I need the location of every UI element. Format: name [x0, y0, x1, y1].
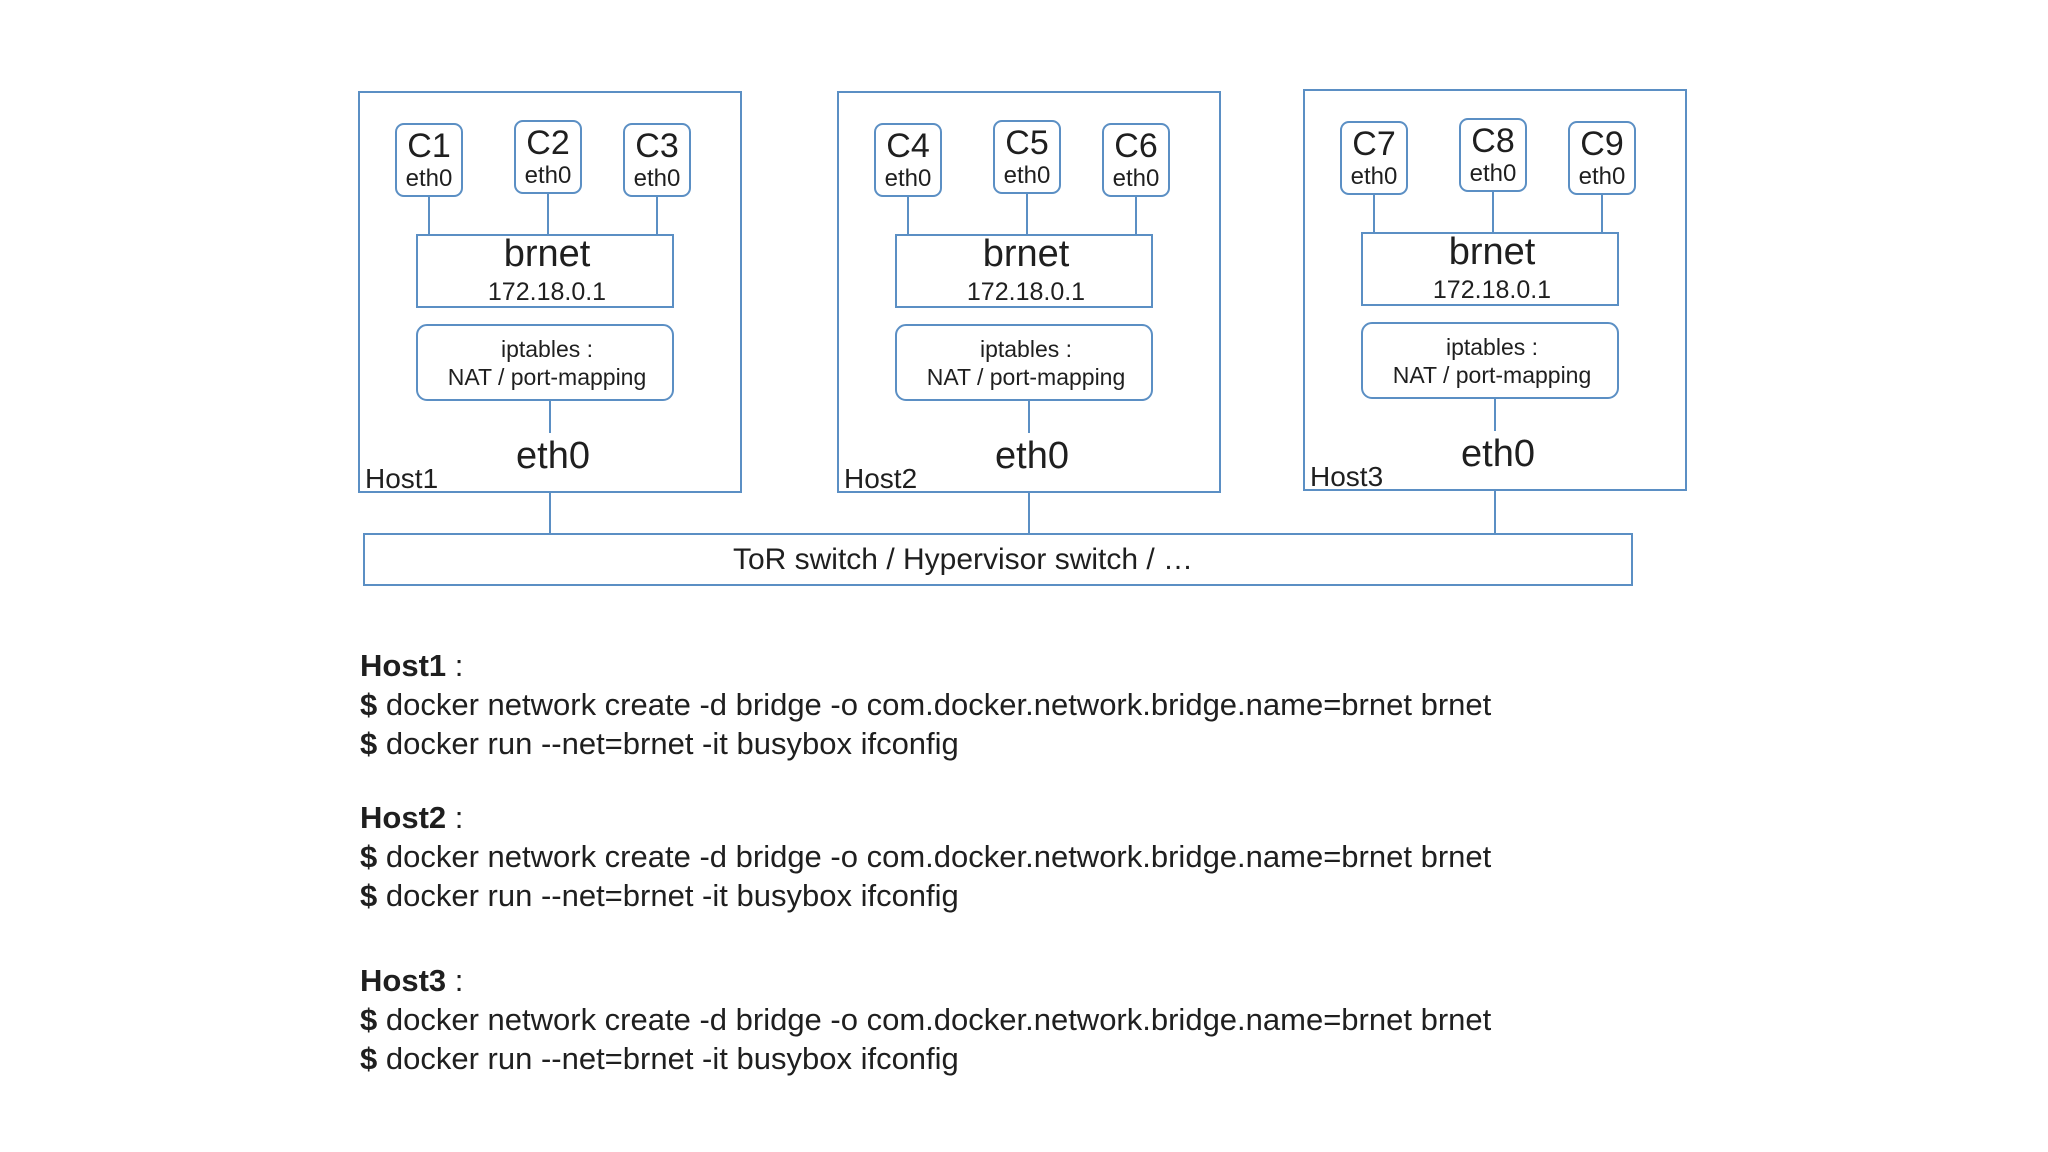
iptables-box [416, 324, 674, 401]
switch-label: ToR switch / Hypervisor switch / … [733, 543, 1193, 576]
container-name: C6 [1114, 127, 1157, 165]
container-box [1102, 123, 1170, 197]
iptables-rule: NAT / port-mapping [927, 364, 1126, 390]
container-box [1568, 121, 1636, 195]
command-text: docker run --net=brnet -it busybox ifcon… [377, 878, 959, 913]
command-host-name: Host1 [360, 648, 447, 683]
command-text: docker network create -d bridge -o com.d… [377, 687, 1492, 722]
command-text: docker network create -d bridge -o com.d… [377, 839, 1492, 874]
command-host-header: Host2 : [360, 798, 1491, 837]
container-box [623, 123, 691, 197]
container-iface: eth0 [1004, 162, 1051, 189]
host-label: Host3 [1310, 461, 1383, 492]
container-box [395, 123, 463, 197]
command-text: docker run --net=brnet -it busybox ifcon… [377, 726, 959, 761]
iptables-rule: NAT / port-mapping [1393, 362, 1592, 388]
command-line: $ docker network create -d bridge -o com… [360, 685, 1491, 724]
container-box [1340, 121, 1408, 195]
container-iface: eth0 [525, 162, 572, 189]
command-prompt: $ [360, 687, 378, 722]
command-host-header: Host3 : [360, 961, 1491, 1000]
command-line: $ docker network create -d bridge -o com… [360, 837, 1491, 876]
iptables-title: iptables : [1446, 334, 1538, 360]
container-iface: eth0 [885, 165, 932, 192]
container-box [993, 120, 1061, 194]
container-iface: eth0 [634, 165, 681, 192]
command-host-name: Host2 [360, 800, 447, 835]
bridge-ip: 172.18.0.1 [967, 278, 1085, 306]
iptables-box [1361, 322, 1619, 399]
command-host-separator: : [446, 800, 464, 835]
command-block-host1: Host1 : $ docker network create -d bridg… [360, 646, 1491, 763]
command-line: $ docker run --net=brnet -it busybox ifc… [360, 724, 1491, 763]
container-name: C4 [886, 127, 929, 165]
iptables-rule: NAT / port-mapping [448, 364, 647, 390]
switch-box [363, 533, 1633, 586]
iptables-title: iptables : [501, 336, 593, 362]
container-iface: eth0 [1470, 160, 1517, 187]
container-name: C3 [635, 127, 678, 165]
command-block-host3: Host3 : $ docker network create -d bridg… [360, 961, 1491, 1078]
bridge-name: brnet [983, 233, 1070, 275]
command-text: docker run --net=brnet -it busybox ifcon… [377, 1041, 959, 1076]
bridge-box [1361, 232, 1619, 306]
host-iface: eth0 [1461, 433, 1535, 475]
container-iface: eth0 [1113, 165, 1160, 192]
container-iface: eth0 [406, 165, 453, 192]
command-line: $ docker run --net=brnet -it busybox ifc… [360, 876, 1491, 915]
command-line: $ docker run --net=brnet -it busybox ifc… [360, 1039, 1491, 1078]
iptables-title: iptables : [980, 336, 1072, 362]
container-name: C7 [1352, 125, 1395, 163]
bridge-ip: 172.18.0.1 [1433, 276, 1551, 304]
container-name: C9 [1580, 125, 1623, 163]
command-prompt: $ [360, 878, 378, 913]
command-host-header: Host1 : [360, 646, 1491, 685]
host-iface: eth0 [995, 435, 1069, 477]
command-host-separator: : [446, 648, 464, 683]
host-label: Host2 [844, 463, 917, 494]
container-name: C5 [1005, 124, 1048, 162]
container-box [874, 123, 942, 197]
bridge-name: brnet [1449, 231, 1536, 273]
container-name: C1 [407, 127, 450, 165]
command-line: $ docker network create -d bridge -o com… [360, 1000, 1491, 1039]
bridge-box [895, 234, 1153, 308]
container-iface: eth0 [1579, 163, 1626, 190]
bridge-ip: 172.18.0.1 [488, 278, 606, 306]
command-block-host2: Host2 : $ docker network create -d bridg… [360, 798, 1491, 915]
host-label: Host1 [365, 463, 438, 494]
command-text: docker network create -d bridge -o com.d… [377, 1002, 1492, 1037]
container-box [514, 120, 582, 194]
command-prompt: $ [360, 1002, 378, 1037]
container-name: C8 [1471, 122, 1514, 160]
command-prompt: $ [360, 1041, 378, 1076]
command-host-name: Host3 [360, 963, 447, 998]
command-prompt: $ [360, 839, 378, 874]
container-iface: eth0 [1351, 163, 1398, 190]
command-host-separator: : [446, 963, 464, 998]
bridge-name: brnet [504, 233, 591, 275]
container-name: C2 [526, 124, 569, 162]
iptables-box [895, 324, 1153, 401]
container-box [1459, 118, 1527, 192]
bridge-box [416, 234, 674, 308]
host-iface: eth0 [516, 435, 590, 477]
command-prompt: $ [360, 726, 378, 761]
